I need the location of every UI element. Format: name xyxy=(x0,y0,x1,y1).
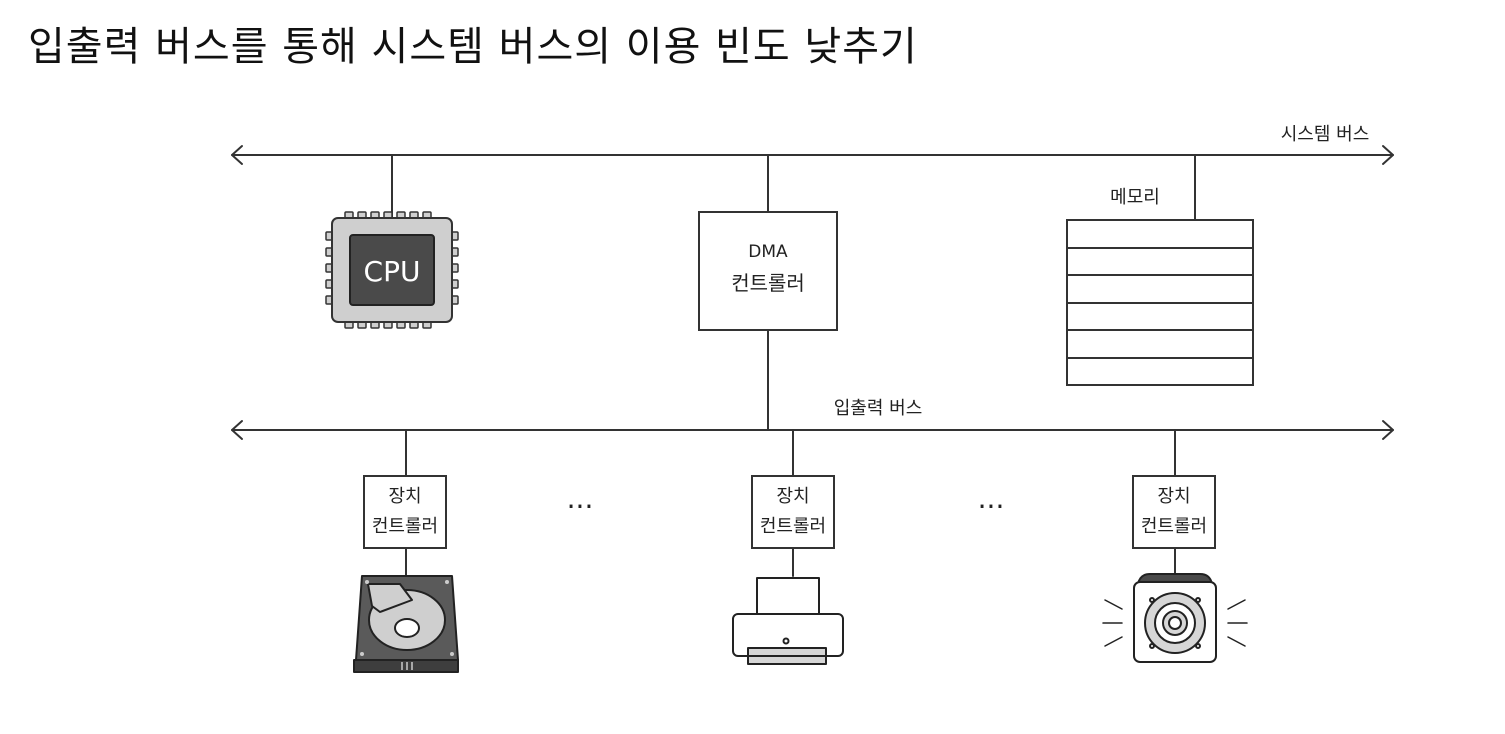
device-controller-box-2 xyxy=(751,475,835,549)
device-controller-2-line2: 컨트롤러 xyxy=(760,516,826,537)
io-bus-label: 입출력 버스 xyxy=(834,398,923,419)
cpu-chip-icon xyxy=(325,211,459,329)
device-controller-box-1 xyxy=(363,475,447,549)
device-controller-1-line1: 장치 xyxy=(388,486,421,507)
memory-block xyxy=(1066,219,1254,386)
device-controller-box-3 xyxy=(1132,475,1216,549)
cpu-label: CPU xyxy=(364,255,421,288)
dma-controller-box xyxy=(698,211,838,331)
device-controller-3-line1: 장치 xyxy=(1157,486,1190,507)
io-bus xyxy=(231,420,1394,440)
device-controller-1-line2: 컨트롤러 xyxy=(372,516,438,537)
printer-icon xyxy=(732,577,844,665)
device-controller-3-line2: 컨트롤러 xyxy=(1141,516,1207,537)
memory-label: 메모리 xyxy=(1110,187,1160,208)
ellipsis-2: ··· xyxy=(978,490,1005,523)
ellipsis-1: ··· xyxy=(567,490,594,523)
dma-label-line2: 컨트롤러 xyxy=(731,271,805,295)
speaker-icon xyxy=(1102,573,1248,663)
page-title: 입출력 버스를 통해 시스템 버스의 이용 빈도 낮추기 xyxy=(28,24,918,70)
hard-disk-icon xyxy=(353,575,459,673)
dma-label-line1: DMA xyxy=(748,242,788,262)
system-bus xyxy=(231,145,1394,165)
system-bus-label: 시스템 버스 xyxy=(1281,124,1370,145)
device-controller-2-line1: 장치 xyxy=(776,486,809,507)
